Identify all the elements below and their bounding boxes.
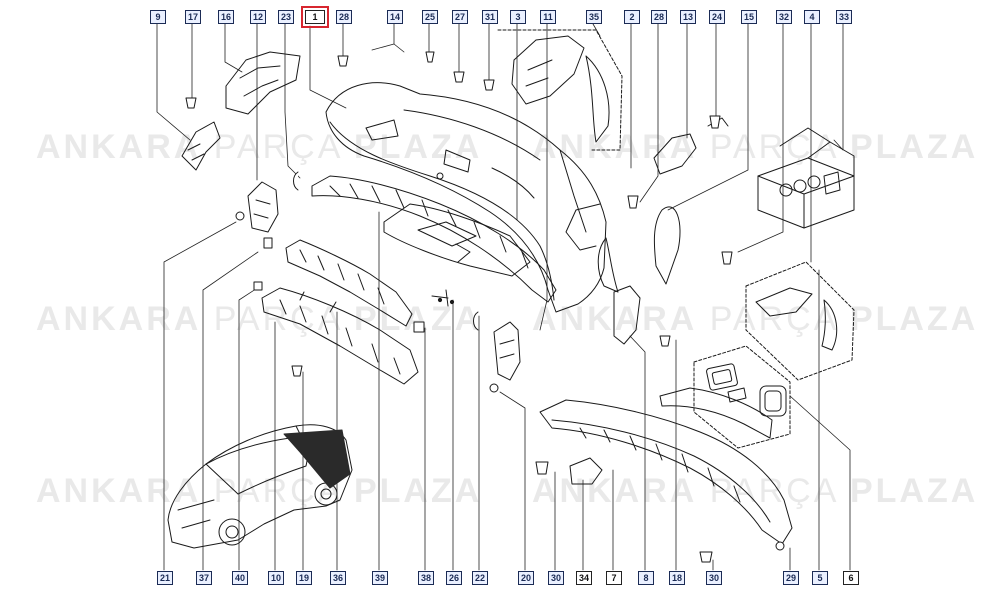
- watermark-word: ANKARA: [36, 472, 202, 510]
- part-callout-11[interactable]: 11: [540, 10, 556, 24]
- part-callout-28[interactable]: 28: [651, 10, 667, 24]
- watermark-word: PLAZA: [849, 472, 979, 510]
- part-callout-5[interactable]: 5: [812, 571, 828, 585]
- part-callout-4[interactable]: 4: [804, 10, 820, 24]
- part-callout-27[interactable]: 27: [452, 10, 468, 24]
- part-callout-30[interactable]: 30: [706, 571, 722, 585]
- watermark-word: PARÇA: [709, 300, 838, 338]
- lower-beam: [261, 287, 419, 385]
- part-callout-21[interactable]: 21: [157, 571, 173, 585]
- part-callout-13[interactable]: 13: [680, 10, 696, 24]
- watermark-row: ANKARA PARÇA PLAZA: [36, 472, 482, 511]
- watermark-word: PARÇA: [213, 128, 342, 166]
- part-callout-28[interactable]: 28: [336, 10, 352, 24]
- part-callout-39[interactable]: 39: [372, 571, 388, 585]
- part-callout-20[interactable]: 20: [518, 571, 534, 585]
- watermark-word: ANKARA: [532, 128, 698, 166]
- parts-box: [757, 127, 855, 229]
- part-callout-25[interactable]: 25: [422, 10, 438, 24]
- watermark-word: ANKARA: [532, 300, 698, 338]
- part-callout-30[interactable]: 30: [548, 571, 564, 585]
- watermark-word: PARÇA: [709, 128, 838, 166]
- part-callout-34[interactable]: 34: [576, 571, 592, 585]
- part-callout-7[interactable]: 7: [606, 571, 622, 585]
- part-callout-2[interactable]: 2: [624, 10, 640, 24]
- part-callout-26[interactable]: 26: [446, 571, 462, 585]
- center-bracket: [493, 321, 521, 381]
- part-callout-15[interactable]: 15: [741, 10, 757, 24]
- left-side-bracket: [225, 51, 301, 249]
- right-corner-trim: [745, 261, 855, 381]
- bottom-leader-lines: [163, 211, 851, 571]
- part-callout-18[interactable]: 18: [669, 571, 685, 585]
- part-callout-8[interactable]: 8: [638, 571, 654, 585]
- part-callout-6[interactable]: 6: [843, 571, 859, 585]
- part-callout-24[interactable]: 24: [709, 10, 725, 24]
- watermark-row: ANKARA PARÇA PLAZA: [36, 300, 482, 339]
- lower-bumper-assembly: [539, 285, 793, 545]
- part-callout-14[interactable]: 14: [387, 10, 403, 24]
- part-callout-1[interactable]: 1: [301, 6, 329, 28]
- part-callout-29[interactable]: 29: [783, 571, 799, 585]
- energy-absorber: [285, 239, 413, 327]
- part-callout-38[interactable]: 38: [418, 571, 434, 585]
- top-leader-lines: [156, 23, 844, 331]
- upper-bracket: [311, 175, 557, 303]
- fasteners: [185, 51, 785, 563]
- part-callout-35[interactable]: 35: [586, 10, 602, 24]
- part-callout-10[interactable]: 10: [268, 571, 284, 585]
- watermark-word: PARÇA: [213, 300, 342, 338]
- bumper-cover: [325, 82, 607, 313]
- watermark-row: ANKARA PARÇA PLAZA: [532, 300, 978, 339]
- left-corner-guide: [181, 121, 221, 171]
- sensor-rings: [693, 345, 791, 449]
- watermark-row: ANKARA PARÇA PLAZA: [36, 128, 482, 167]
- part-callout-31[interactable]: 31: [482, 10, 498, 24]
- part-callout-23[interactable]: 23: [278, 10, 294, 24]
- watermark-word: PLAZA: [849, 128, 979, 166]
- part-callout-22[interactable]: 22: [472, 571, 488, 585]
- reflector: [569, 457, 603, 485]
- watermark-word: PLAZA: [353, 472, 483, 510]
- part-callout-12[interactable]: 12: [250, 10, 266, 24]
- watermark-word: ANKARA: [36, 128, 202, 166]
- part-callout-32[interactable]: 32: [776, 10, 792, 24]
- watermark-word: PLAZA: [849, 300, 979, 338]
- part-callout-19[interactable]: 19: [296, 571, 312, 585]
- vehicle-location-silhouette: [167, 424, 353, 549]
- part-callout-16[interactable]: 16: [218, 10, 234, 24]
- part-callout-9[interactable]: 9: [150, 10, 166, 24]
- part-callout-33[interactable]: 33: [836, 10, 852, 24]
- part-callout-3[interactable]: 3: [510, 10, 526, 24]
- watermark-word: ANKARA: [36, 300, 202, 338]
- part-callout-36[interactable]: 36: [330, 571, 346, 585]
- right-side-guides: [597, 117, 729, 293]
- watermark-row: ANKARA PARÇA PLAZA: [532, 128, 978, 167]
- part-callout-17[interactable]: 17: [185, 10, 201, 24]
- right-side-bracket: [497, 29, 623, 151]
- part-callout-40[interactable]: 40: [232, 571, 248, 585]
- part-callout-37[interactable]: 37: [196, 571, 212, 585]
- lower-diffuser: [383, 203, 531, 307]
